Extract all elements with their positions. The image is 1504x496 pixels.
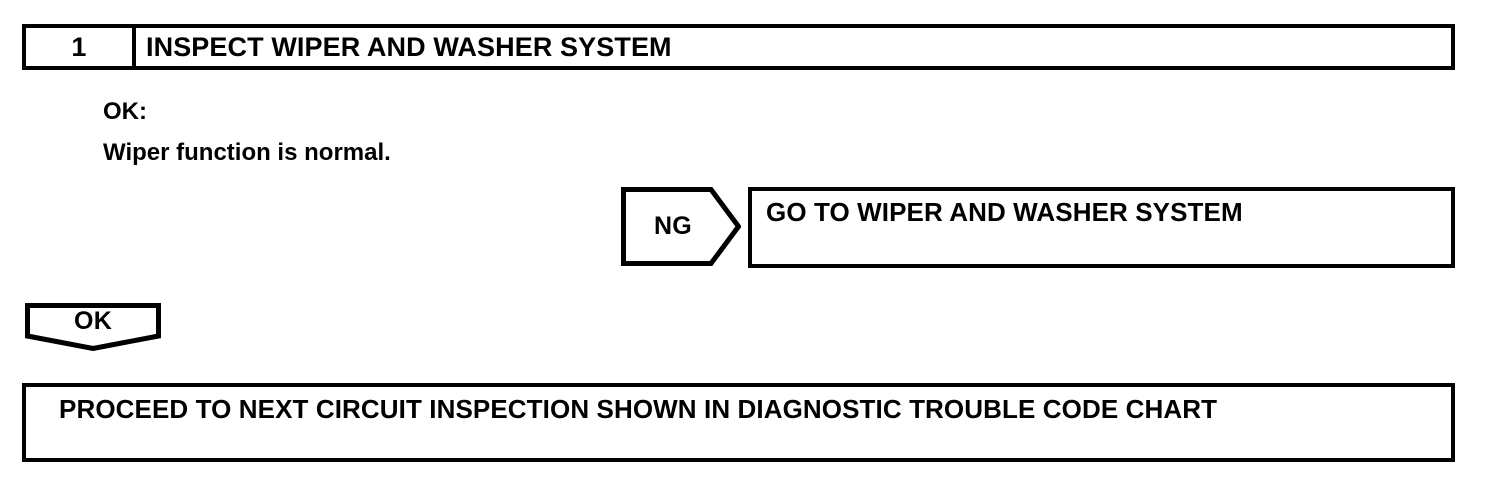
ng-tag-label: NG — [654, 212, 692, 240]
step-number-cell: 1 — [26, 28, 136, 66]
criterion-label: OK: — [103, 98, 147, 125]
criterion-block: OK: Wiper function is normal. — [103, 100, 723, 165]
step-title-cell: INSPECT WIPER AND WASHER SYSTEM — [136, 28, 1451, 66]
ng-target-label: GO TO WIPER AND WASHER SYSTEM — [766, 197, 1243, 227]
ok-result-box[interactable]: PROCEED TO NEXT CIRCUIT INSPECTION SHOWN… — [22, 383, 1455, 462]
ng-target-box[interactable]: GO TO WIPER AND WASHER SYSTEM — [748, 187, 1455, 268]
ok-pentagon-shape — [25, 303, 161, 351]
step-title: INSPECT WIPER AND WASHER SYSTEM — [146, 31, 672, 62]
ng-pentagon-shape — [621, 187, 741, 266]
step-header-bar: 1 INSPECT WIPER AND WASHER SYSTEM — [22, 24, 1455, 70]
ng-tag-arrow: NG — [621, 187, 741, 266]
step-number: 1 — [71, 31, 87, 62]
criterion-value: Wiper function is normal. — [103, 139, 391, 166]
ok-tag-label: OK — [74, 306, 112, 335]
ok-result-label: PROCEED TO NEXT CIRCUIT INSPECTION SHOWN… — [59, 394, 1218, 424]
ok-tag-arrow: OK — [25, 303, 161, 351]
